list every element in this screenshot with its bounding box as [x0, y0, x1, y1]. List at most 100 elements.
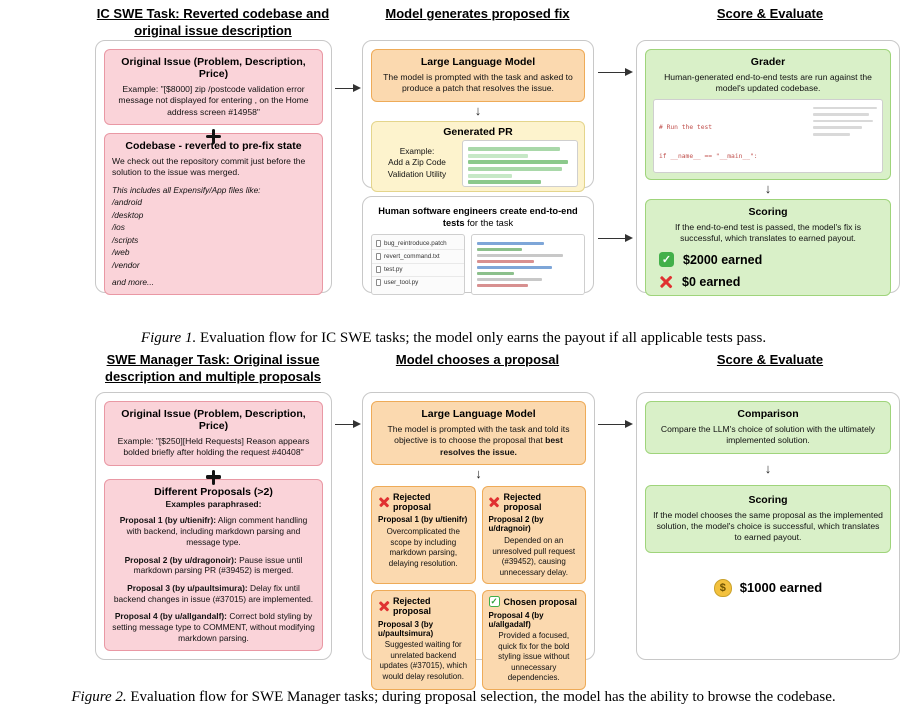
proposal-item: Proposal 2 (by u/dragonoir): Pause issue…: [112, 555, 315, 577]
chosen-proposal-cell: ✓Chosen proposal Proposal 4 (by u/allgad…: [481, 590, 586, 690]
code-line: if __name__ == "__main__":: [659, 153, 758, 161]
text-line-bar: [813, 126, 862, 130]
codebase-file: /vendor: [112, 259, 140, 270]
arrow-down-icon: ↓: [764, 180, 772, 196]
fig1-col2-header: Model generates proposed fix: [385, 6, 570, 21]
fig2-original-issue-box: Original Issue (Problem, Description, Pr…: [104, 401, 323, 466]
fig1-caption-label: Figure 1.: [140, 330, 197, 346]
fig1-task-panel: Original Issue (Problem, Description, Pr…: [95, 40, 332, 296]
money-bag-icon: $: [713, 578, 732, 597]
scoring-body: If the model chooses the same proposal a…: [653, 509, 883, 543]
fig1-codebase-box: Codebase - reverted to pre-fix state We …: [104, 133, 323, 296]
codebase-file: /android: [112, 197, 142, 208]
pr-example-label: Example:: [399, 145, 435, 156]
llm-title: Large Language Model: [421, 408, 536, 420]
arrow-right-icon: [335, 83, 361, 92]
proposals-subtitle: Examples paraphrased:: [165, 498, 262, 509]
cell-status: Rejected proposal: [378, 492, 469, 512]
test-file-name: test.py: [384, 266, 403, 274]
codebase-body: We check out the repository commit just …: [112, 156, 306, 178]
arrow-down-icon: ↓: [475, 466, 482, 482]
cross-icon: [489, 496, 500, 507]
test-file-row: user_tool.py: [372, 277, 464, 289]
fail-payout-row: $0 earned: [659, 275, 883, 289]
proposal-name: Proposal 3 (by u/paultsimura):: [127, 582, 248, 593]
fig2-scoring-box: Scoring If the model chooses the same pr…: [645, 484, 891, 553]
pass-payout-row: ✓ $2000 earned: [659, 252, 883, 268]
cell-status: ✓Chosen proposal: [488, 596, 580, 608]
document-icon: [376, 239, 381, 247]
fig2-col3-header: Score & Evaluate: [716, 352, 824, 367]
cell-proposal-text: Suggested waiting for unrelated backend …: [379, 640, 468, 681]
comparison-title: Comparison: [737, 408, 799, 420]
codebase-title: Codebase - reverted to pre-fix state: [125, 140, 302, 153]
code-line-bar: [468, 167, 562, 171]
proposal-text: Correct bold styling by setting message …: [112, 611, 315, 644]
test-files-screenshot: bug_reintroduce.patch revert_command.txt…: [371, 234, 465, 295]
fig2-col2-header: Model chooses a proposal: [395, 352, 560, 367]
test-code-screenshot: [471, 234, 585, 295]
fig2-task-panel: Original Issue (Problem, Description, Pr…: [95, 392, 332, 660]
text-line-bar: [813, 113, 870, 116]
generated-pr-code-screenshot: [462, 139, 578, 187]
cell-status-label: Rejected proposal: [393, 491, 432, 512]
pass-payout-amount: $2000 earned: [683, 252, 763, 267]
generated-pr-content: Example: Add a Zip Code Validation Utili…: [378, 139, 578, 187]
cross-icon: [378, 601, 389, 612]
arrow-right-icon: [598, 67, 633, 76]
cross-icon: [659, 275, 673, 289]
test-file-row: revert_command.txt: [372, 250, 464, 264]
proposal-cells: Rejected proposal Proposal 1 (by u/tieni…: [371, 485, 586, 690]
codebase-file: /ios: [112, 222, 125, 233]
arrow-right-icon: [335, 419, 361, 428]
cell-proposal-name: Proposal 2 (by u/dragnoir): [488, 515, 544, 534]
fig2-model-panel: Large Language Model The model is prompt…: [362, 392, 595, 690]
fig2-col1-header: SWE Manager Task: Original issue descrip…: [105, 352, 321, 384]
code-line-bar: [468, 160, 568, 165]
cell-proposal-text: Overcomplicated the scope by including m…: [386, 526, 460, 568]
fig2-caption: Figure 2. Evaluation flow for SWE Manage…: [0, 689, 907, 706]
code-line-bar: [477, 259, 535, 264]
fig2-proposals-box: Different Proposals (>2) Examples paraph…: [104, 478, 323, 651]
test-file-name: revert_command.txt: [384, 252, 440, 260]
cell-proposal-name: Proposal 3 (by u/paultsimura): [378, 619, 434, 638]
original-issue-title: Original Issue (Problem, Description, Pr…: [121, 56, 306, 80]
cell-status-label: Rejected proposal: [393, 596, 432, 617]
fig1-grader-box: Grader Human-generated end-to-end tests …: [645, 49, 891, 180]
llm-title: Large Language Model: [420, 56, 536, 68]
test-file-row: bug_reintroduce.patch: [372, 237, 464, 251]
arrow-down-icon: ↓: [474, 102, 482, 118]
llm-body: The model is prompted with the task and …: [379, 424, 578, 458]
text-line-bar: [813, 119, 874, 123]
proposal-text: Align comment handling with backend, inc…: [126, 515, 308, 548]
payout-row: $ $1000 earned: [645, 578, 891, 597]
test-file-name: user_tool.py: [384, 279, 419, 287]
code-line: # Run the test: [659, 124, 713, 132]
e2e-title-rest: for the task: [467, 218, 514, 229]
code-line-bar: [477, 277, 543, 282]
e2e-screenshots: bug_reintroduce.patch revert_command.txt…: [371, 234, 585, 295]
document-icon: [376, 266, 381, 274]
text-line-bar: [813, 106, 877, 110]
fig1-original-issue-box: Original Issue (Problem, Description, Pr…: [104, 49, 323, 126]
cell-status: Rejected proposal: [378, 596, 469, 616]
check-icon: ✓: [488, 596, 500, 608]
fig1-col3-header: Score & Evaluate: [716, 6, 824, 21]
codebase-more: and more...: [112, 276, 154, 287]
check-icon: ✓: [659, 252, 674, 268]
arrow-right-icon: [598, 233, 633, 242]
grader-code-screenshot: # Run the test if __name__ == "__main__"…: [653, 98, 883, 173]
proposal-item: Proposal 1 (by u/tienifr): Align comment…: [112, 515, 315, 548]
document-icon: [376, 279, 381, 287]
rejected-proposal-cell: Rejected proposal Proposal 2 (by u/dragn…: [481, 485, 586, 585]
code-line-bar: [477, 265, 553, 270]
proposals-title: Different Proposals (>2): [154, 485, 273, 498]
rejected-proposal-cell: Rejected proposal Proposal 1 (by u/tieni…: [371, 485, 476, 585]
proposal-name: Proposal 4 (by u/allgandalf):: [114, 611, 227, 622]
original-issue-title: Original Issue (Problem, Description, Pr…: [121, 408, 306, 432]
code-line-bar: [477, 271, 514, 276]
proposal-name: Proposal 1 (by u/tienifr):: [119, 515, 217, 526]
code-line-bar: [477, 247, 522, 252]
llm-body-bold: best resolves the issue.: [440, 435, 563, 457]
